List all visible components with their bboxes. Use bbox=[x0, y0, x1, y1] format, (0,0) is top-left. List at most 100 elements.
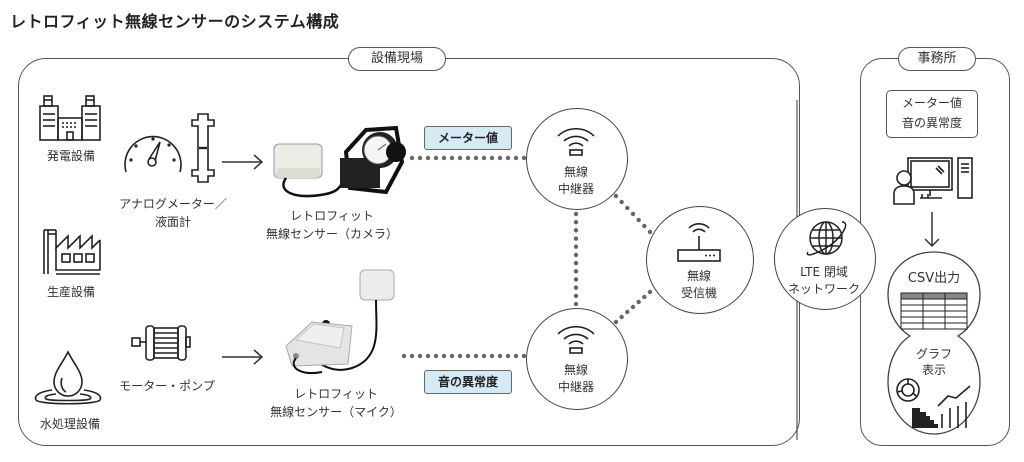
connector-dot bbox=[481, 353, 487, 359]
water-drop-icon bbox=[34, 350, 102, 405]
connector-dot bbox=[513, 353, 519, 359]
connector-dot bbox=[481, 155, 487, 161]
connector-dot bbox=[573, 277, 579, 282]
table-icon bbox=[900, 292, 968, 330]
connector-dot bbox=[457, 353, 463, 359]
facility-label-water: 水処理設備 bbox=[39, 417, 100, 431]
connector-dot bbox=[636, 217, 641, 223]
connector-dot bbox=[625, 205, 630, 211]
connector-dot bbox=[521, 353, 527, 359]
connector-dot bbox=[417, 155, 423, 161]
dotted-link-repeater-vertical bbox=[573, 211, 579, 307]
connector-dot bbox=[573, 244, 579, 249]
connector-dot bbox=[573, 269, 579, 274]
connector-dot bbox=[573, 219, 579, 225]
connector-dot bbox=[573, 252, 579, 258]
camera-sensor-label-line2: 無線センサー（カメラ） bbox=[265, 227, 398, 241]
connector-dot bbox=[433, 155, 439, 161]
connector-dot bbox=[409, 353, 415, 359]
motor-pump-icon bbox=[131, 325, 191, 361]
lte-line2: ネットワーク bbox=[787, 282, 860, 296]
connector-dot bbox=[642, 223, 647, 229]
pc-user-icon bbox=[893, 157, 973, 205]
dotted-link-bottom-repeater-to-receiver bbox=[613, 289, 653, 325]
globe-icon bbox=[806, 221, 847, 256]
connector-dot bbox=[409, 155, 415, 161]
receiver-line2: 受信機 bbox=[680, 286, 717, 300]
connector-dot bbox=[497, 353, 503, 359]
router-icon bbox=[677, 223, 721, 262]
connector-dot bbox=[573, 301, 579, 307]
connector-dot bbox=[642, 294, 647, 300]
lte-line1: LTE 閉域 bbox=[800, 265, 848, 279]
connector-dot bbox=[573, 236, 579, 241]
mic-sensor-image bbox=[285, 269, 395, 374]
connector-dot bbox=[425, 353, 431, 359]
connector-dot bbox=[465, 155, 471, 161]
connector-dot bbox=[505, 353, 511, 359]
connector-dot bbox=[573, 211, 579, 217]
meter-label-line2: 液面計 bbox=[154, 215, 191, 229]
connector-dot bbox=[433, 353, 439, 359]
office-data-line2: 音の異常度 bbox=[901, 116, 962, 130]
connector-dot bbox=[489, 353, 495, 359]
graph-label-line1: グラフ bbox=[915, 347, 952, 361]
connector-dot bbox=[630, 304, 636, 310]
connector-dot bbox=[441, 155, 447, 161]
charts-icon bbox=[896, 378, 971, 428]
level-gauge-icon bbox=[191, 113, 215, 183]
connector-dot bbox=[630, 211, 636, 217]
factory-icon bbox=[43, 229, 101, 275]
arrow-down-office bbox=[924, 212, 940, 248]
receiver-line1: 無線 bbox=[686, 269, 711, 283]
repeater-top-line2: 中継器 bbox=[557, 182, 594, 196]
dotted-link-mic-to-repeater bbox=[401, 353, 527, 359]
site-panel-label: 設備現場 bbox=[348, 47, 446, 71]
connector-dot bbox=[573, 285, 579, 290]
connector-dot bbox=[573, 293, 579, 299]
csv-output-label: CSV出力 bbox=[907, 271, 961, 286]
dotted-link-camera-to-repeater bbox=[409, 155, 527, 161]
meter-label-line1: アナログメーター／ bbox=[119, 197, 227, 211]
repeater-top-node bbox=[526, 108, 628, 210]
repeater-bottom-line2: 中継器 bbox=[557, 380, 594, 394]
connector-dot bbox=[497, 155, 503, 161]
dotted-links bbox=[401, 155, 653, 359]
dotted-link-top-repeater-to-receiver bbox=[613, 193, 653, 235]
connector-dot bbox=[513, 155, 519, 161]
camera-sensor-label-line1: レトロフィット bbox=[290, 209, 374, 223]
mic-sensor-label-line1: レトロフィット bbox=[294, 387, 378, 401]
connector-dot bbox=[505, 155, 511, 161]
graph-label-line2: 表示 bbox=[921, 363, 946, 377]
arrow-to-camera-sensor bbox=[222, 154, 264, 170]
connector-dot bbox=[417, 353, 423, 359]
camera-sensor-image bbox=[273, 125, 406, 198]
arrow-to-mic-sensor bbox=[222, 349, 264, 365]
connector-dot bbox=[473, 155, 479, 161]
facility-label-power: 発電設備 bbox=[46, 149, 95, 163]
lte-network-node bbox=[774, 208, 876, 310]
mic-sensor-label-line2: 無線センサー（マイク） bbox=[270, 405, 402, 419]
meter-value-tag: メーター値 bbox=[424, 126, 512, 150]
connector-dot bbox=[465, 353, 471, 359]
connector-dot bbox=[521, 155, 527, 161]
connector-dot bbox=[489, 155, 495, 161]
connector-dot bbox=[636, 299, 641, 305]
facility-label-production: 生産設備 bbox=[46, 285, 95, 299]
connector-dot bbox=[449, 353, 455, 359]
connector-dot bbox=[647, 289, 653, 295]
office-panel-label: 事務所 bbox=[898, 47, 976, 71]
connector-dot bbox=[625, 309, 630, 315]
connector-dot bbox=[425, 155, 431, 161]
connector-dot bbox=[473, 353, 479, 359]
connector-dot bbox=[619, 314, 624, 320]
repeater-bottom-line1: 無線 bbox=[563, 363, 588, 377]
wifi-repeater-top-icon bbox=[557, 127, 595, 156]
connector-dot bbox=[573, 260, 579, 266]
wifi-repeater-bottom-icon bbox=[557, 325, 595, 354]
connector-dot bbox=[619, 199, 624, 205]
diagram-title: レトロフィット無線センサーのシステム構成 bbox=[10, 12, 340, 31]
repeater-bottom-node bbox=[526, 308, 628, 410]
connector-dot bbox=[449, 155, 455, 161]
office-data-line1: メーター値 bbox=[901, 96, 962, 110]
